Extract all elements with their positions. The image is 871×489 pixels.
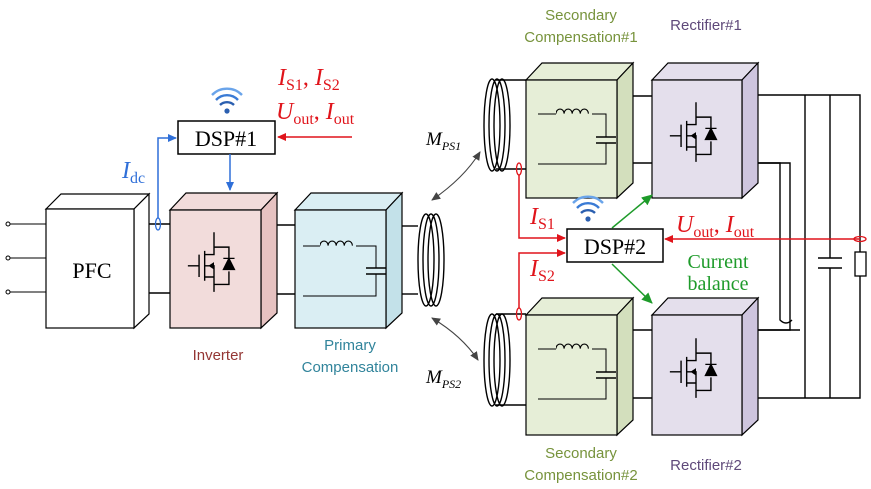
- rectifier-1-block: [650, 61, 760, 200]
- dc-link: [149, 217, 170, 294]
- current-balance-label-2: balance: [687, 273, 748, 295]
- capacitor-icon: [818, 257, 842, 269]
- primary-compensation-block: [293, 191, 404, 330]
- wifi-icon-dsp2: [572, 195, 604, 222]
- dsp1-label: DSP#1: [195, 126, 257, 151]
- inverter-block: [168, 191, 279, 330]
- pfc-label: PFC: [72, 258, 111, 283]
- ac-input: [5, 221, 46, 295]
- svg-text:Uout, Iout: Uout, Iout: [276, 99, 355, 128]
- is2-arrow: [518, 249, 566, 308]
- dsp2-input-label: Uout, Iout: [676, 212, 755, 241]
- is2-label: IS2: [529, 256, 555, 285]
- primary-comp-label-1: Primary: [324, 337, 376, 354]
- primary-coil: [417, 213, 445, 307]
- sec-comp2-label-2: Compensation#2: [524, 467, 637, 484]
- inverter-label: Inverter: [193, 347, 244, 364]
- dsp2-block: DSP#2: [566, 228, 664, 263]
- idc-label: Idc: [121, 158, 145, 187]
- pfc-block: PFC: [44, 192, 151, 330]
- balance-arrow-2: [611, 263, 653, 304]
- secondary-compensation-2-block: [524, 296, 635, 437]
- secondary-coil-1: [483, 78, 526, 176]
- idc-signal-path: [157, 134, 177, 218]
- current-balance-label-1: Current: [687, 251, 749, 273]
- resistor-icon: [854, 251, 867, 277]
- mps2-arrow: [431, 317, 479, 361]
- mps1-arrow: [431, 151, 481, 201]
- sec-comp2-label-1: Secondary: [545, 445, 617, 462]
- rectifier2-label: Rectifier#2: [670, 457, 742, 474]
- capacitor-icon: [366, 267, 386, 275]
- is1-label: IS1: [529, 204, 555, 233]
- rectifier-2-block: [650, 296, 760, 437]
- output-circuit: [758, 94, 867, 399]
- dsp1-block: DSP#1: [177, 120, 276, 155]
- primary-comp-label-2: Compensation: [302, 359, 399, 376]
- sec-comp1-label-1: Secondary: [545, 7, 617, 24]
- wifi-icon-dsp1: [211, 87, 243, 114]
- mps1-label: MPS1: [425, 129, 461, 153]
- balance-arrow-1: [611, 194, 653, 229]
- mps2-label: MPS2: [425, 367, 461, 391]
- rectifier1-label: Rectifier#1: [670, 17, 742, 34]
- dsp2-label: DSP#2: [584, 234, 646, 259]
- dsp1-input-text: IS1, IS2 Uout, Iout: [276, 65, 355, 128]
- secondary-coil-2: [483, 307, 526, 407]
- svg-text:IS1, IS2: IS1, IS2: [277, 65, 340, 94]
- secondary-compensation-1-block: [524, 61, 635, 200]
- sec-comp1-label-2: Compensation#1: [524, 29, 637, 46]
- is1-arrow: [518, 175, 566, 242]
